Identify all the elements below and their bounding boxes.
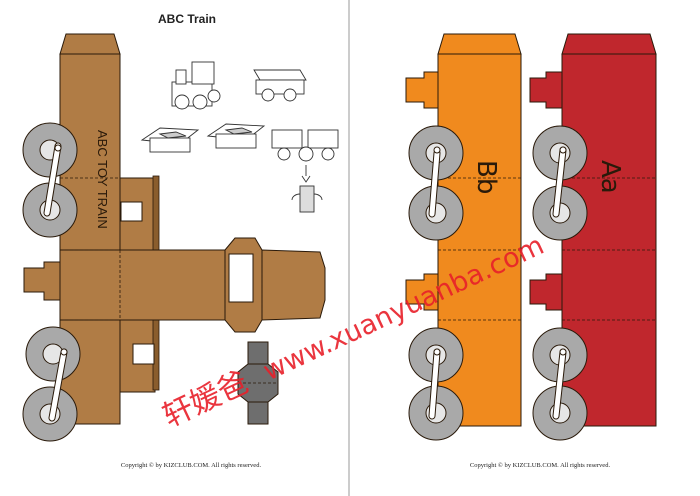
car-a-letters: Aa [595, 160, 625, 194]
engine-coupler [23, 261, 61, 301]
engine-wheel-3 [25, 326, 81, 382]
car-a-template: Aa [529, 33, 657, 441]
engine-window-front [228, 253, 254, 303]
page-title: ABC Train [158, 12, 216, 26]
engine-chimney [59, 33, 121, 55]
watermark-cn: 轩媛爸 [158, 365, 254, 435]
car-b-wheels [408, 125, 464, 441]
sketch-fold-2 [206, 123, 266, 149]
engine-wheel-1 [22, 122, 78, 178]
engine-side-text: ABC TOY TRAIN [95, 130, 110, 229]
copyright-right: Copyright © by KIZCLUB.COM. All rights r… [470, 462, 611, 469]
sketch-wagon [253, 69, 307, 102]
sketch-engine [171, 61, 221, 110]
axle-piece [237, 341, 279, 425]
sketch-fold-1 [140, 127, 200, 153]
copyright-left: Copyright © by KIZCLUB.COM. All rights r… [121, 462, 262, 469]
car-b-letters: Bb [471, 160, 501, 194]
car-b-template: Bb [405, 33, 522, 441]
car-a-wheels [532, 125, 588, 441]
engine-template: ABC TOY TRAIN [22, 33, 326, 442]
sketch-axle [291, 185, 323, 213]
assembly-illustrations [140, 61, 339, 213]
engine-window-upper [120, 201, 143, 222]
engine-boiler [59, 249, 226, 321]
engine-window-lower [132, 343, 155, 365]
engine-nose [261, 249, 326, 321]
sketch-wheels [271, 129, 339, 183]
